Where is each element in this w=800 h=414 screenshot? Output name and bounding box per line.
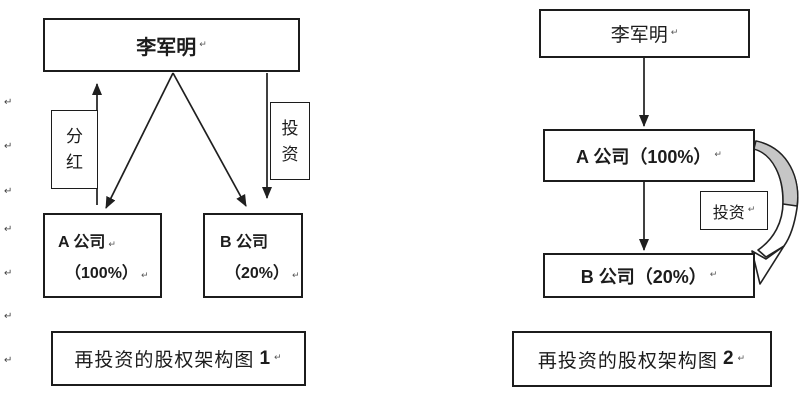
diagram2-caption-number: 2	[722, 348, 735, 369]
invest-label-char: 投	[281, 118, 299, 138]
diagram2-company-b-box: B 公司（20%） ↵	[543, 253, 755, 298]
diagram1-person-name: 李军明	[136, 36, 197, 59]
diagram2-company-a-text: A 公司（100%）	[576, 146, 712, 167]
diagram1-company-b-box: B 公司 （20%）↵	[203, 213, 303, 298]
company-b-share-text: （20%）	[225, 265, 290, 282]
company-a-name-text: A 公司	[58, 234, 106, 251]
paragraph-mark-icon: ↵	[737, 353, 747, 364]
paragraph-mark-icon: ↵	[4, 355, 13, 366]
company-b-name: B 公司	[205, 228, 268, 252]
paragraph-mark-icon: ↵	[4, 311, 13, 322]
diagram1-company-a-box: A 公司↵ （100%）↵	[43, 213, 162, 298]
diagram2-person-box: 李军明 ↵	[539, 9, 750, 58]
paragraph-mark-icon: ↵	[670, 28, 679, 38]
paragraph-mark-icon: ↵	[274, 353, 283, 363]
paragraph-mark-icon: ↵	[747, 205, 756, 215]
paragraph-mark-icon: ↵	[140, 271, 149, 281]
ownership-arrow-to-company-a	[105, 72, 174, 209]
diagram1-caption-text: 再投资的股权架构图	[74, 350, 255, 371]
diagram2-invest-label: 投资	[712, 204, 745, 222]
diagram2-invest-label-box: 投资 ↵	[700, 191, 768, 230]
diagram2-caption-box: 再投资的股权架构图 2 ↵	[512, 331, 772, 387]
paragraph-mark-icon: ↵	[108, 240, 116, 250]
paragraph-mark-icon: ↵	[4, 186, 13, 197]
paragraph-mark-icon: ↵	[292, 271, 300, 281]
dividend-label-char: 分	[66, 127, 83, 146]
paragraph-mark-icon: ↵	[4, 141, 13, 152]
diagram1-caption-box: 再投资的股权架构图 1 ↵	[51, 331, 306, 386]
diagram2-caption-text: 再投资的股权架构图	[537, 350, 718, 372]
diagram2-person-name: 李军明	[610, 25, 668, 46]
diagram2-company-a-box: A 公司（100%） ↵	[543, 129, 755, 182]
paragraph-mark-icon: ↵	[4, 268, 13, 279]
company-a-share-text: （100%）	[65, 265, 138, 282]
diagram1-caption-number: 1	[259, 347, 272, 369]
company-a-name: A 公司↵	[45, 228, 116, 252]
paragraph-mark-icon: ↵	[199, 39, 207, 50]
dividend-label-char: 红	[66, 153, 83, 172]
company-a-share: （100%）↵	[45, 259, 148, 283]
company-b-share: （20%）↵	[205, 259, 300, 283]
paragraph-mark-icon: ↵	[714, 150, 722, 160]
diagram1-person-box: 李军明 ↵	[43, 18, 300, 72]
invest-label-char: 资	[281, 144, 299, 164]
paragraph-mark-icon: ↵	[4, 97, 13, 108]
ownership-arrow-to-company-b	[172, 72, 247, 207]
paragraph-mark-icon: ↵	[4, 224, 13, 235]
diagram1-invest-label-box: 投 资	[270, 102, 310, 180]
diagram1-dividend-label-box: 分 红	[51, 110, 98, 189]
paragraph-mark-icon: ↵	[709, 270, 718, 280]
company-b-name-text: B 公司	[220, 234, 269, 251]
diagram2-company-b-text: B 公司（20%）	[580, 266, 707, 287]
